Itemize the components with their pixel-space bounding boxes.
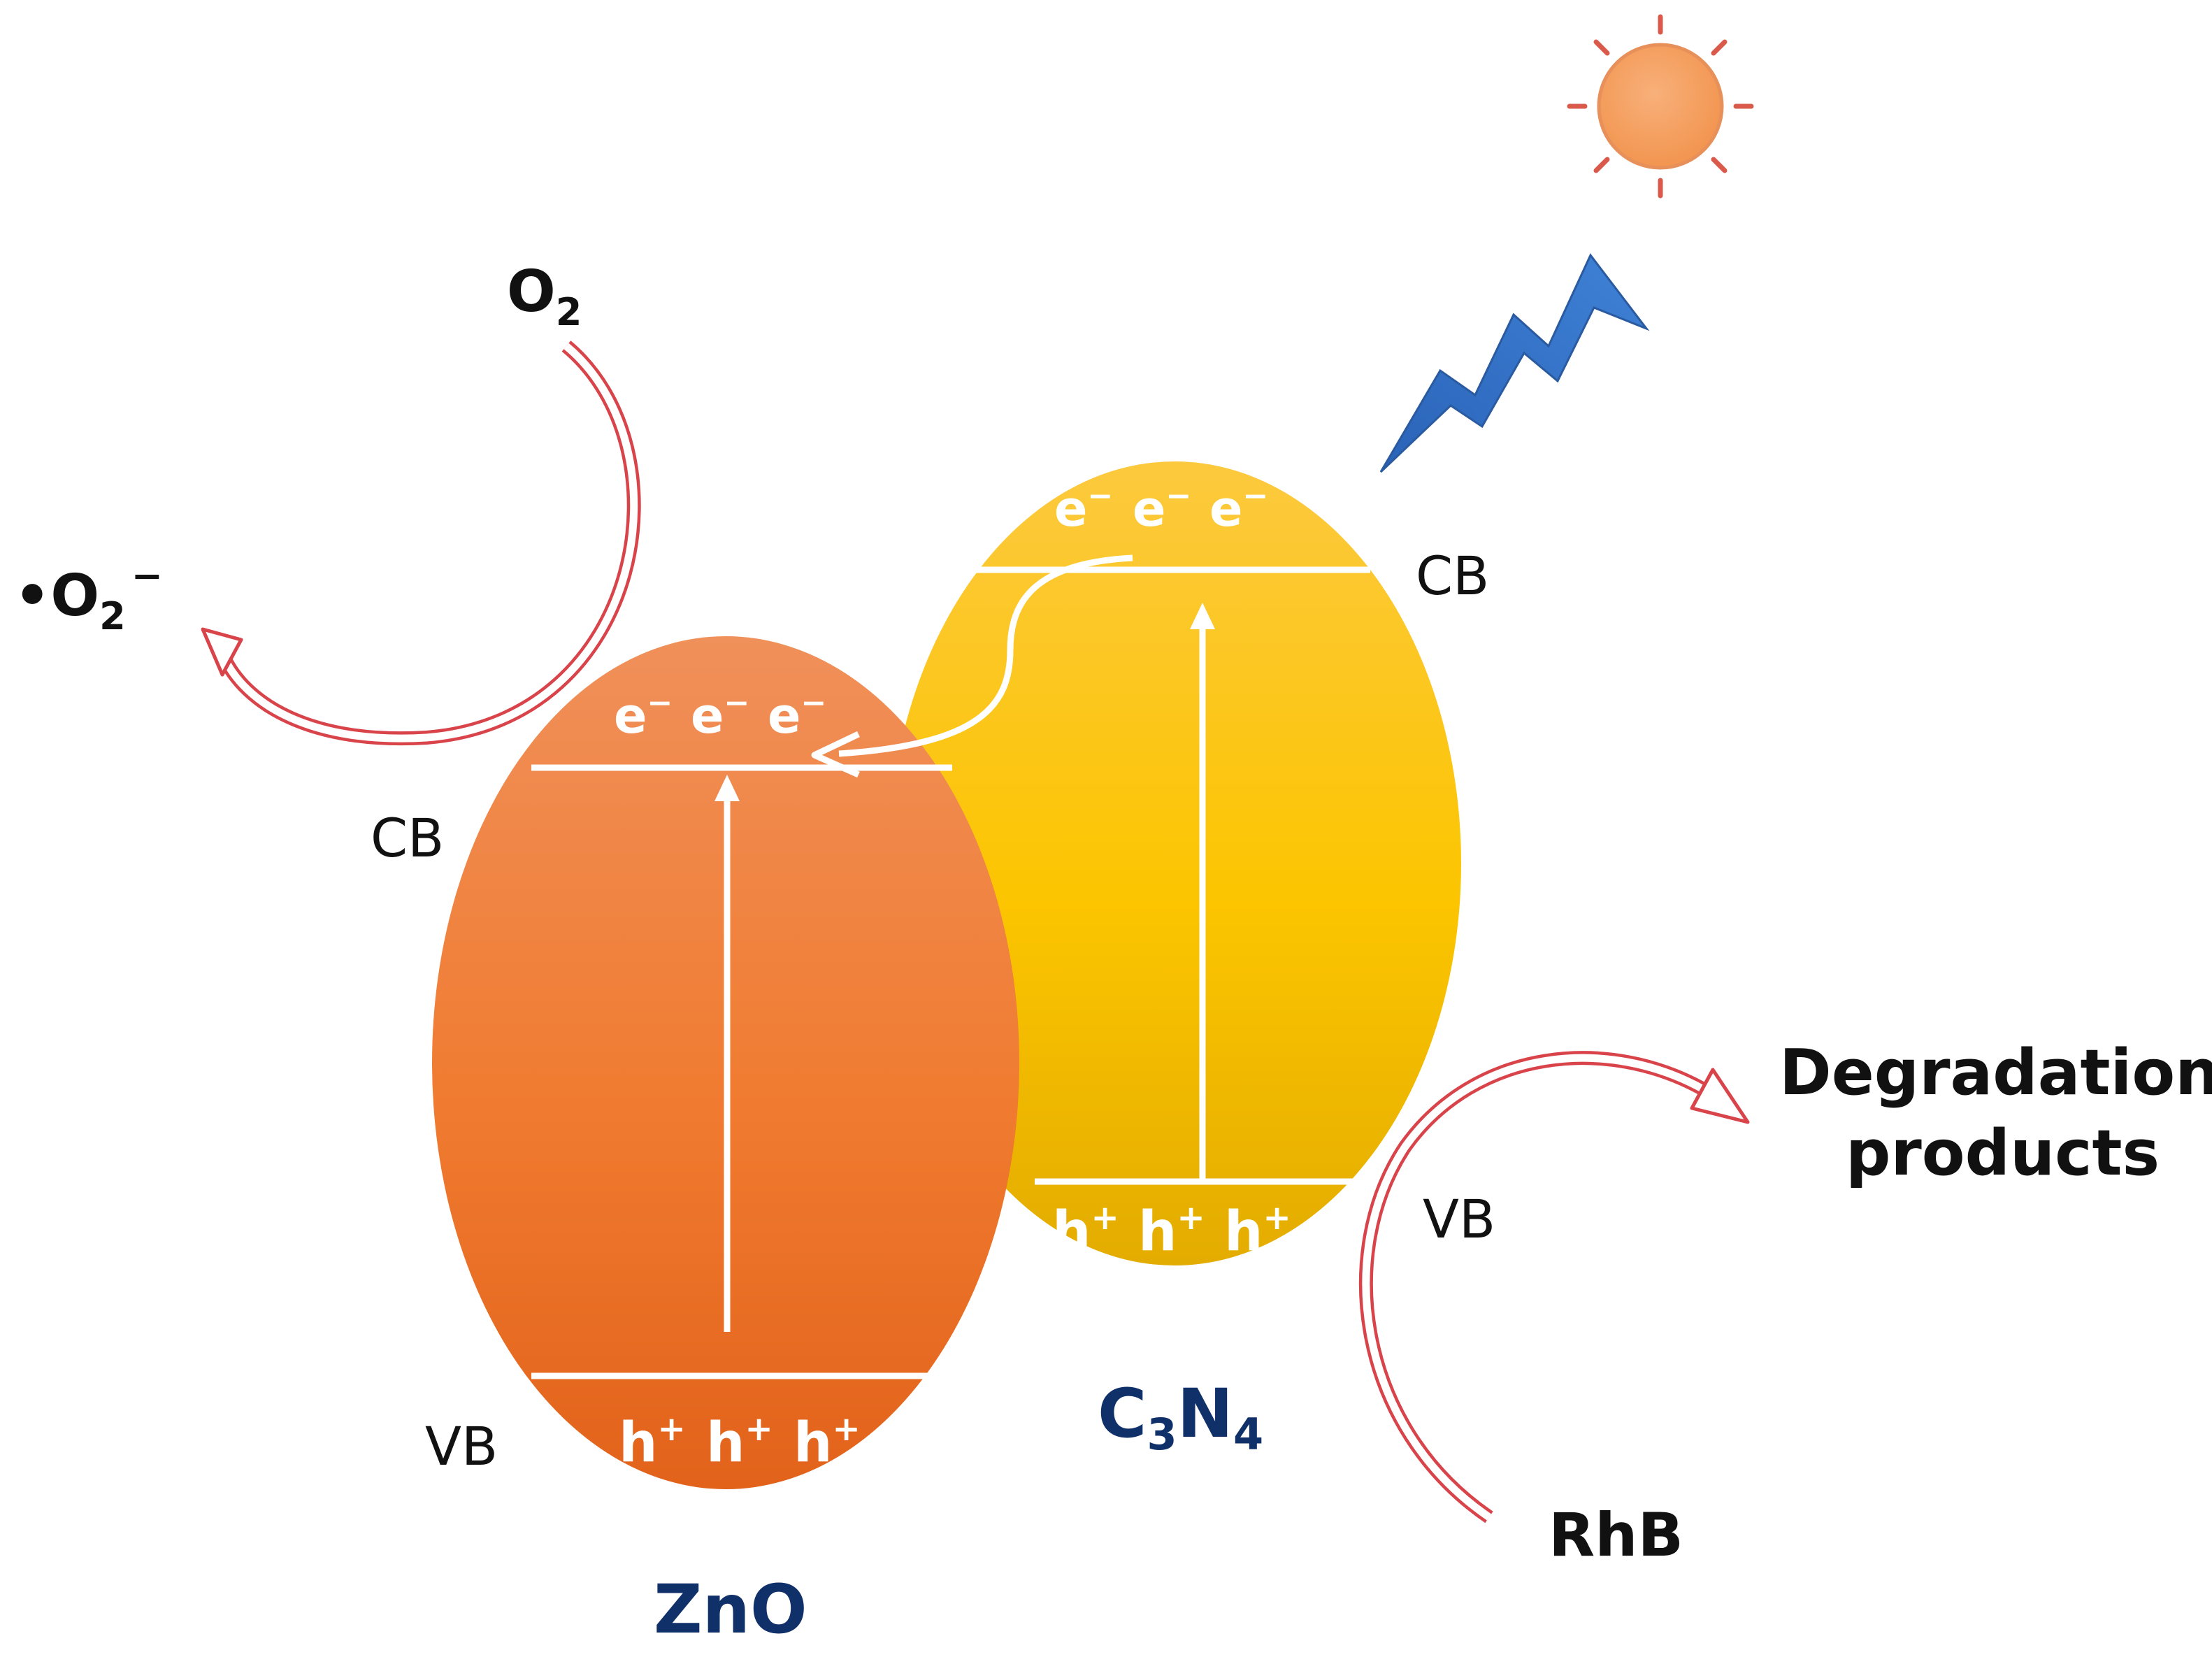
- c3n4-electrons: e− e− e−: [1054, 478, 1268, 538]
- svg-text:h+: h+: [793, 1409, 861, 1475]
- c3n4-band-ellipse: [888, 461, 1461, 1265]
- zno-cb-label: CB: [371, 807, 444, 869]
- c3n4-name: C3N4: [1098, 1375, 1263, 1460]
- svg-text:h+: h+: [619, 1409, 686, 1475]
- zno-holes: h+ h+ h+: [619, 1409, 861, 1475]
- superoxide-label: •O2−: [14, 554, 163, 638]
- svg-text:e−: e−: [1054, 478, 1113, 538]
- o2-reduction-arrow: [201, 340, 641, 746]
- degradation-products-label-line1: Degradation: [1779, 1036, 2212, 1110]
- svg-text:e−: e−: [1133, 478, 1191, 538]
- c3n4-excitation-arrow: [1190, 603, 1215, 1182]
- rhb-label: RhB: [1549, 1500, 1683, 1570]
- zno-electrons: e− e− e−: [614, 685, 826, 745]
- svg-text:e−: e−: [1209, 478, 1268, 538]
- svg-text:h+: h+: [1138, 1198, 1205, 1263]
- svg-text:e−: e−: [691, 685, 749, 745]
- c3n4-cb-label: CB: [1416, 545, 1489, 607]
- sun-icon: [1567, 14, 1754, 199]
- svg-text:e−: e−: [614, 685, 673, 745]
- rhb-degradation-arrow: [1359, 1051, 1750, 1523]
- zno-name: ZnO: [654, 1570, 807, 1649]
- o2-label: O2: [507, 259, 582, 334]
- degradation-products-label-line2: products: [1846, 1117, 2160, 1190]
- zno-excitation-arrow: [714, 775, 740, 1332]
- svg-text:h+: h+: [706, 1409, 773, 1475]
- c3n4-holes: h+ h+ h+: [1052, 1198, 1291, 1263]
- zno-vb-label: VB: [425, 1415, 498, 1477]
- lightning-icon: [1379, 253, 1650, 473]
- svg-text:e−: e−: [768, 685, 826, 745]
- svg-text:h+: h+: [1224, 1198, 1291, 1263]
- svg-text:h+: h+: [1052, 1198, 1119, 1263]
- electron-transfer-arrow: [811, 554, 1133, 778]
- c3n4-vb-label: VB: [1423, 1188, 1495, 1250]
